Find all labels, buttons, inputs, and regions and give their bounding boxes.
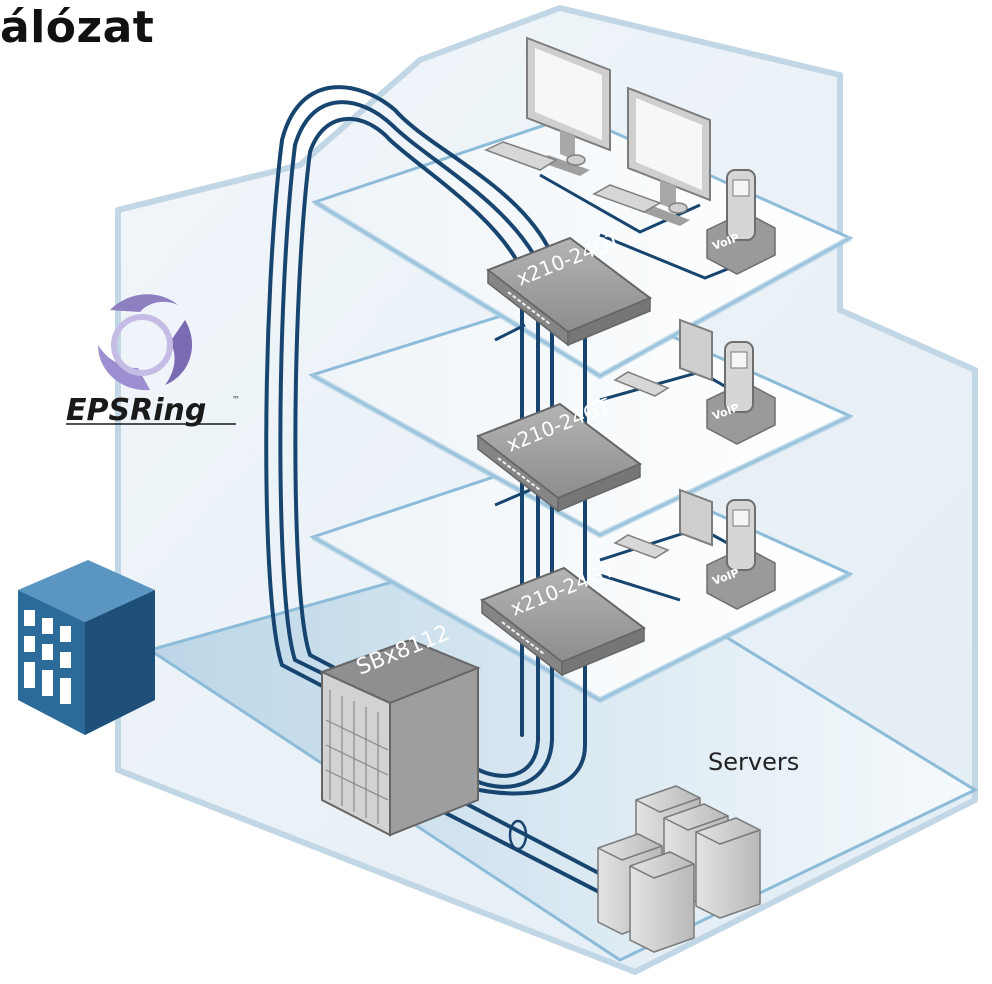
network-switch-icon: x210-24GT [485,227,653,347]
mouse-icon [566,154,586,166]
voip-phone-icon: VoIP [706,169,776,275]
logo-text: EPSRing [66,393,206,428]
epsr-ring-cables [264,85,587,796]
page-title: álózat [0,2,155,53]
voip-phone-icon: VoIP [706,341,776,445]
servers-label: Servers [708,748,799,776]
voip-phone-icon: VoIP [706,499,776,610]
building-icon [18,560,155,735]
logo-trademark: ™ [232,395,240,404]
epsring-swirl-icon [98,294,193,391]
server-tower-icon [695,817,761,919]
mouse-icon [668,202,688,214]
desktop-computer-icon [526,36,611,176]
server-tower-icon [629,851,695,953]
keyboard-icon [484,141,558,171]
desktop-computer-icon [613,318,713,397]
desktop-computer-icon [613,488,713,559]
network-switch-icon: x210-24GT [479,557,647,677]
keyboard-icon [592,184,662,213]
desktop-computer-icon [627,86,711,226]
